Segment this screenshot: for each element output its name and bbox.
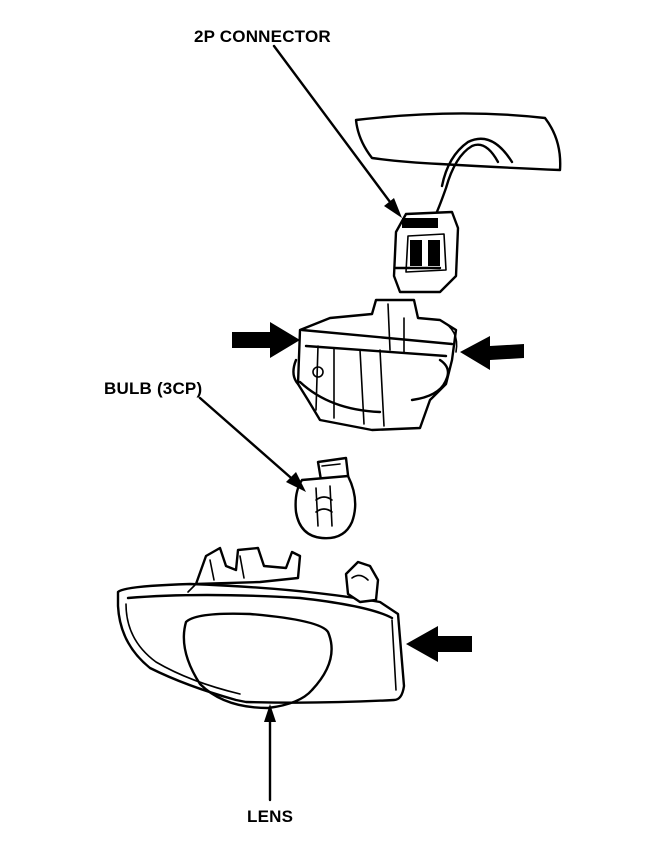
- socket-housing: [292, 298, 458, 432]
- leader-lens: [264, 704, 276, 802]
- bulb-label: BULB (3CP): [104, 379, 203, 398]
- bulb-3cp: [294, 456, 357, 540]
- press-arrow-left: [232, 322, 300, 358]
- connector-wire: [434, 137, 514, 216]
- lens: [116, 546, 406, 710]
- 2p-connector: [392, 210, 460, 294]
- leader-bulb: [198, 396, 306, 492]
- connector-label: 2P CONNECTOR: [194, 27, 331, 46]
- mounting-surface: [354, 112, 562, 172]
- press-arrow-lens: [406, 626, 472, 662]
- press-arrow-right: [460, 336, 524, 370]
- lens-label: LENS: [247, 807, 294, 826]
- leader-connector: [272, 44, 402, 218]
